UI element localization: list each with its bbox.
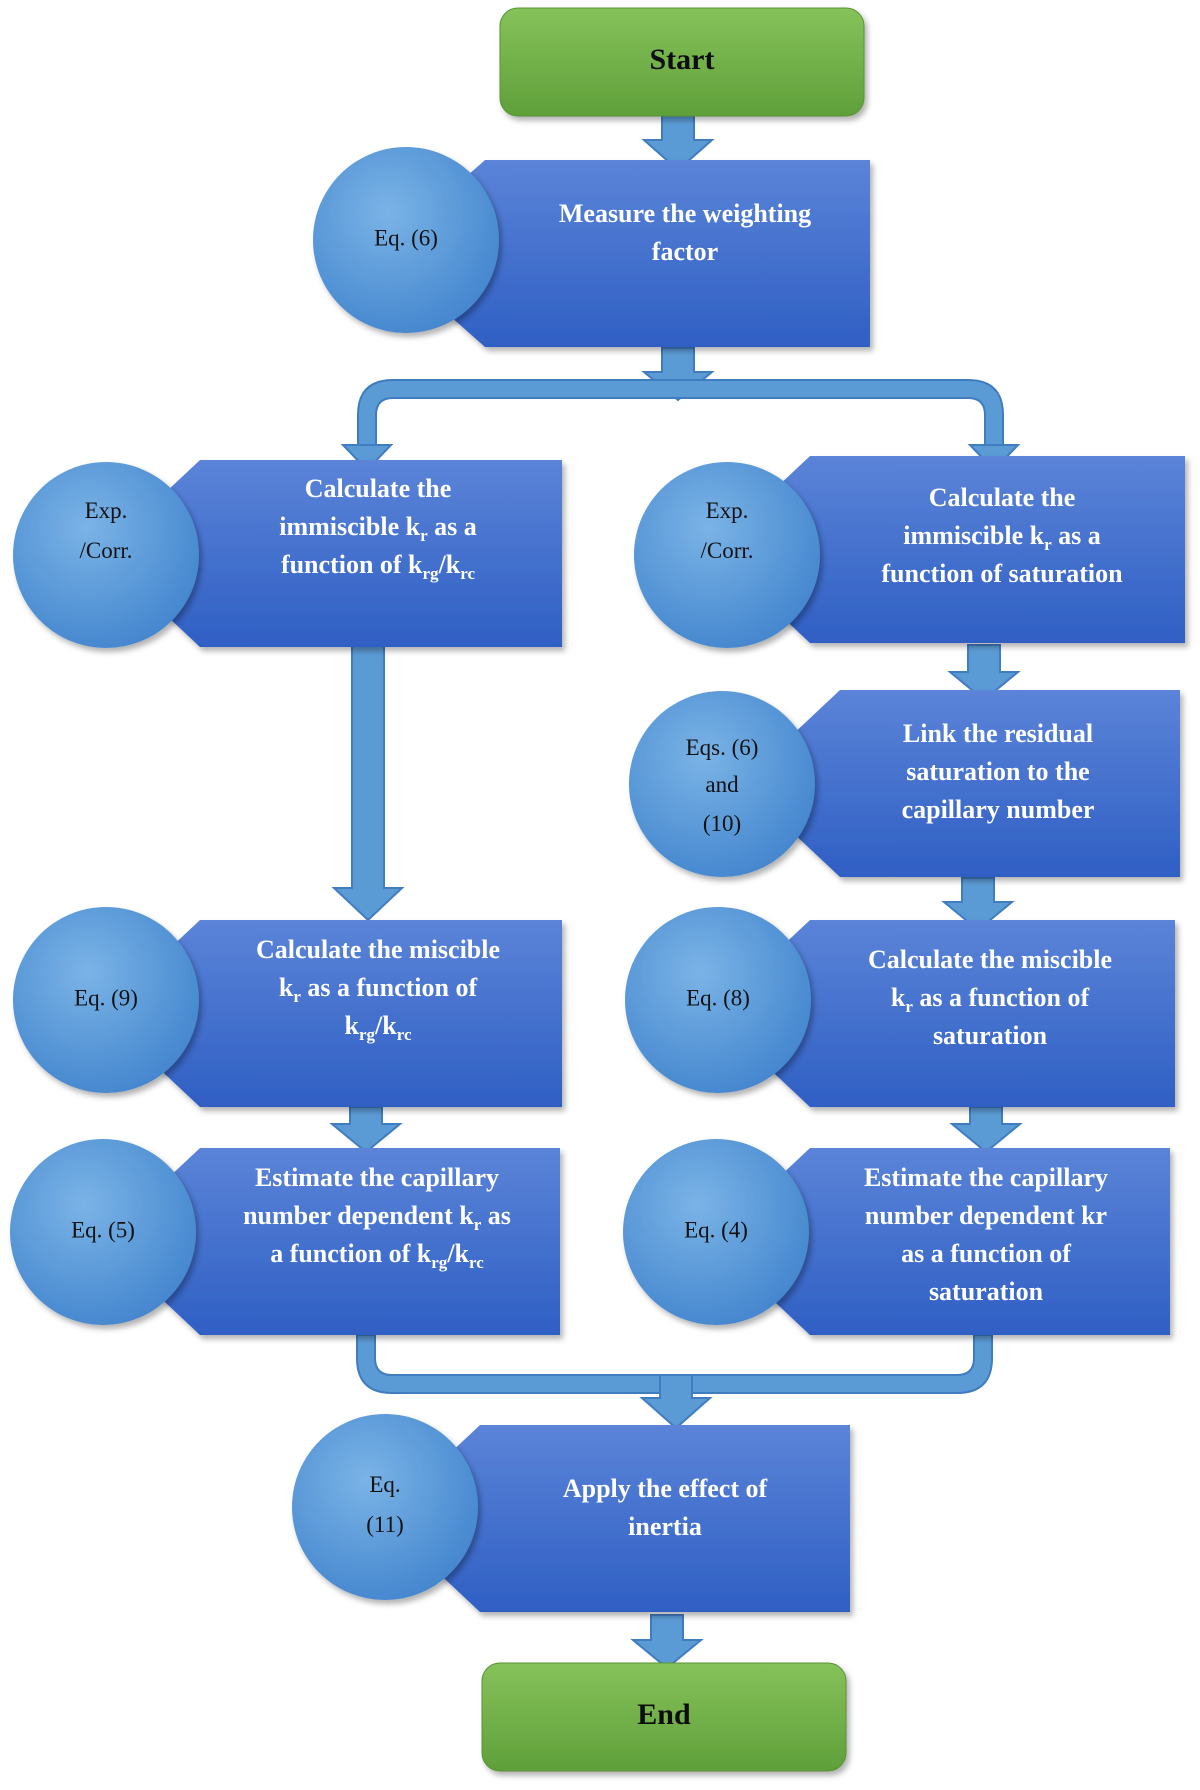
step-right-miscible: Eq. (8) Calculate the miscible kr as a f… [625, 907, 1175, 1107]
equation-label: (11) [366, 1512, 403, 1537]
step-text-line: number dependent kr [865, 1201, 1107, 1230]
equation-label: Eqs. (6) [686, 735, 759, 760]
start-terminal: Start [499, 7, 865, 117]
step-text-line: Measure the weighting [559, 199, 811, 228]
arrow-start-to-weighting [641, 111, 715, 172]
end-terminal: End [481, 1662, 847, 1772]
step-text-line: Calculate the miscible [868, 945, 1112, 974]
process-box [430, 1425, 850, 1612]
equation-label: /Corr. [79, 538, 132, 563]
step-text-line: saturation [933, 1021, 1048, 1050]
process-box [150, 920, 562, 1107]
equation-label: and [705, 772, 739, 797]
equation-label: Eq. (9) [74, 985, 138, 1010]
connectors [329, 111, 1023, 1670]
process-box [760, 920, 1175, 1107]
step-text-line: as a function of [901, 1239, 1071, 1268]
process-box [150, 1148, 560, 1335]
equation-label: Exp. [706, 498, 749, 523]
equation-circle [313, 147, 499, 333]
equation-circle [629, 691, 815, 877]
step-text-line: immiscible kr as a [279, 512, 477, 545]
step-text-line: capillary number [902, 795, 1095, 824]
process-box [760, 456, 1185, 643]
process-box [790, 690, 1180, 877]
step-right-immiscible: Exp. /Corr. Calculate the immiscible kr … [634, 456, 1185, 648]
equation-circle [13, 907, 199, 1093]
equation-label: Eq. (5) [71, 1217, 135, 1242]
step-text-line: Estimate the capillary [864, 1163, 1108, 1192]
arrow-merge-to-inertia [639, 1374, 713, 1430]
equation-circle [10, 1139, 196, 1325]
step-text-line: Estimate the capillary [255, 1163, 499, 1192]
end-label: End [637, 1698, 691, 1731]
step-text-line: Apply the effect of [563, 1474, 768, 1503]
step-text-line: saturation to the [906, 757, 1089, 786]
equation-label: Eq. (6) [374, 225, 438, 250]
step-text-line: inertia [628, 1512, 702, 1541]
arrow-split-to-left [340, 444, 394, 472]
equation-label: Eq. (8) [686, 985, 750, 1010]
step-text-line: function of saturation [881, 559, 1123, 588]
arrow-right-immiscible-to-link [947, 644, 1021, 702]
equation-label: Exp. [85, 498, 128, 523]
step-left-capillary: Eq. (5) Estimate the capillary number de… [10, 1139, 560, 1335]
arrow-left-immiscible-to-miscible [331, 644, 405, 922]
arrow-left-miscible-to-capillary [329, 1106, 403, 1154]
equation-circle [623, 1139, 809, 1325]
step-text-line: factor [652, 237, 718, 266]
equation-label: (10) [703, 811, 741, 836]
process-box [760, 1148, 1170, 1335]
equation-circle [292, 1414, 478, 1600]
step-text-line: kr as a function of [279, 973, 478, 1006]
arrow-right-miscible-to-capillary [949, 1106, 1023, 1154]
arrow-link-to-right-miscible [941, 877, 1015, 932]
step-text-line: immiscible kr as a [903, 521, 1101, 554]
equation-label: Eq. (4) [684, 1217, 748, 1242]
step-left-immiscible: Exp. /Corr. Calculate the immiscible kr … [13, 460, 562, 648]
equation-circle [625, 907, 811, 1093]
process-box [150, 460, 562, 647]
step-weighting: Eq. (6) Measure the weighting factor [313, 147, 870, 347]
step-text-line: Link the residual [903, 719, 1093, 748]
equation-circle [13, 462, 199, 648]
step-left-miscible: Eq. (9) Calculate the miscible kr as a f… [13, 907, 562, 1107]
step-link-residual: Eqs. (6) and (10) Link the residual satu… [629, 690, 1180, 877]
step-text-line: Calculate the [305, 474, 452, 503]
step-text-line: kr as a function of [891, 983, 1090, 1016]
step-right-capillary: Eq. (4) Estimate the capillary number de… [623, 1139, 1170, 1335]
equation-circle [634, 462, 820, 648]
split-bar [357, 379, 1004, 451]
start-label: Start [650, 43, 715, 76]
step-text-line: saturation [929, 1277, 1044, 1306]
step-text-line: a function of krg/krc [270, 1239, 484, 1272]
process-box [432, 160, 870, 347]
step-text-line: Calculate the miscible [256, 935, 500, 964]
step-text-line: Calculate the [929, 483, 1076, 512]
step-inertia: Eq. (11) Apply the effect of inertia [292, 1414, 850, 1612]
step-text-line: krg/krc [345, 1011, 412, 1044]
arrow-inertia-to-end [630, 1614, 704, 1670]
step-text-line: function of krg/krc [281, 550, 476, 583]
step-text-line: number dependent kr as [243, 1201, 511, 1234]
equation-label: /Corr. [700, 538, 753, 563]
equation-label: Eq. [369, 1472, 400, 1497]
